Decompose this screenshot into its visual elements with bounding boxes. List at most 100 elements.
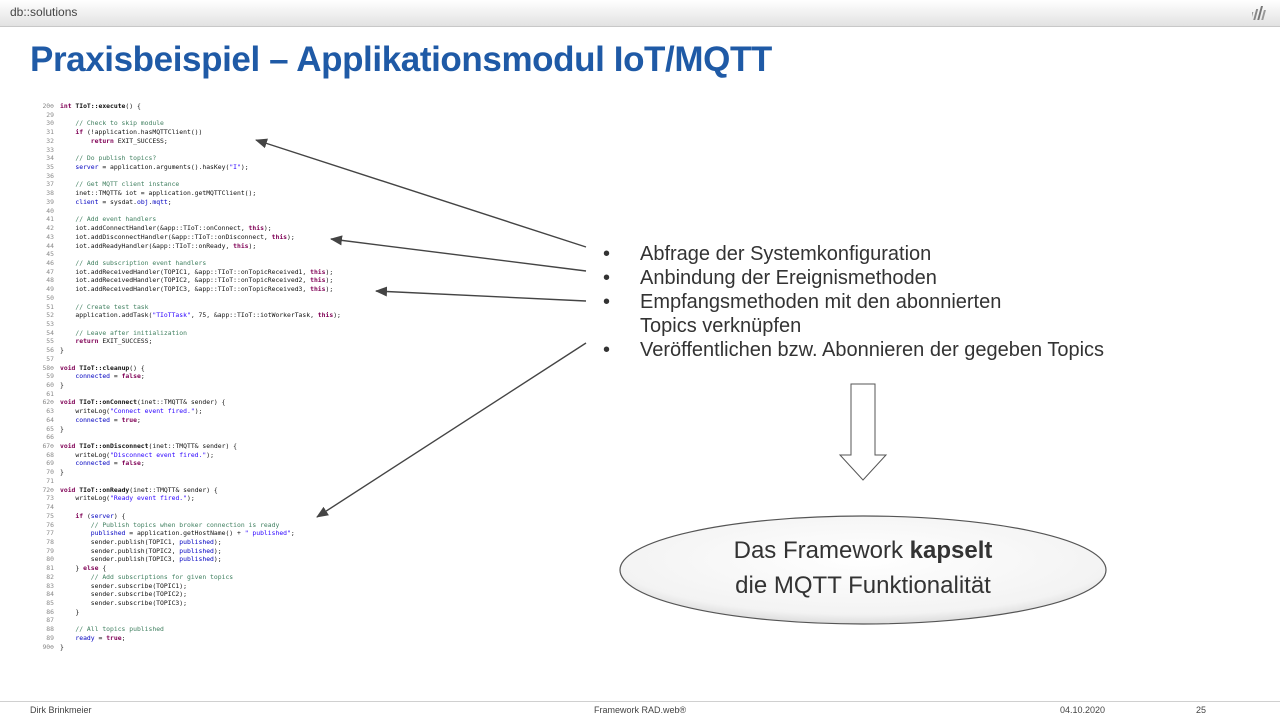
line-number: 52 [46,311,54,320]
code-line: 81 } else { [40,564,460,573]
code-token: if [75,511,84,520]
code-token: } [60,564,84,573]
code-line: 55 return EXIT_SUCCESS; [40,337,460,346]
line-number: 73 [46,494,54,503]
code-token: (inet::TMQTT& sender) { [129,485,218,494]
code-token: this [271,232,288,241]
code-line: 80 sender.publish(TOPIC3, published); [40,555,460,564]
code-token: sender.subscribe(TOPIC3); [60,598,187,607]
code-token: application.addTask( [60,311,153,320]
code-line: 70} [40,468,460,477]
code-token: "TIoTTask" [152,311,191,320]
line-number: 50 [46,293,54,302]
line-number: 58⊖ [42,363,54,372]
code-token: client [75,197,99,206]
code-token: this [310,285,326,294]
code-token: // Add subscriptions for given topics [90,572,234,581]
code-token: writeLog( [60,494,111,503]
code-line: 72⊖void TIoT::onReady(inet::TMQTT& sende… [40,486,460,495]
code-line: 85 sender.subscribe(TOPIC3); [40,599,460,608]
code-line: 45 [40,250,460,259]
line-number: 30 [46,119,54,128]
code-line: 63 writeLog("Connect event fired."); [40,407,460,416]
code-token: TIoT::cleanup [79,363,130,372]
code-line: 87 [40,616,460,625]
code-token: } [60,607,80,616]
line-number: 80 [46,555,54,564]
code-token: this [248,224,264,233]
line-number: 83 [46,581,54,590]
code-line: 88 // All topics published [40,625,460,634]
line-number: 75 [46,511,54,520]
code-line: 33 [40,146,460,155]
code-line: 37 // Get MQTT client instance [40,180,460,189]
code-token: ); [263,224,272,233]
bullet-marker: • [603,291,611,313]
code-token: ; [290,529,295,538]
brand-text: db::solutions [10,5,78,19]
code-line: 36 [40,172,460,181]
code-token: EXIT_SUCCESS; [113,136,168,145]
code-token: published [90,529,126,538]
code-token: this [310,267,326,276]
code-token: obj [136,197,149,206]
code-token: // Create test task [75,302,149,311]
code-token: ) { [113,511,126,520]
code-line: 57 [40,355,460,364]
code-line: 86 } [40,608,460,617]
line-number: 40 [46,206,54,215]
code-line: 58⊖void TIoT::cleanup() { [40,364,460,373]
code-line: 52 application.addTask("TIoTTask", 75, &… [40,311,460,320]
line-number: 90⊖ [42,642,54,651]
code-line: 82 // Add subscriptions for given topics [40,573,460,582]
code-line: 60} [40,381,460,390]
slide-title: Praxisbeispiel – Applikationsmodul IoT/M… [30,40,772,79]
line-number: 76 [46,520,54,529]
code-token: ; [167,197,172,206]
code-token: this [317,311,334,320]
code-token: (inet::TMQTT& sender) { [148,442,238,451]
code-token: ); [325,276,334,285]
code-token: ; [140,459,145,468]
line-number: 31 [46,128,54,137]
code-token: // Do publish topics? [75,154,157,163]
line-number: 82 [46,572,54,581]
code-token: true [106,633,122,642]
code-token: iot.addReceivedHandler(TOPIC2, &app::TIo… [60,276,311,285]
code-token: sender.publish(TOPIC1, [60,537,180,546]
line-number: 85 [46,598,54,607]
code-token: } [60,642,64,651]
code-line: 35 server = application.arguments().hasK… [40,163,460,172]
code-token: this [233,241,249,250]
line-number: 77 [46,529,54,538]
code-line: 68 writeLog("Disconnect event fired."); [40,451,460,460]
line-number: 53 [46,319,54,328]
line-number: 72⊖ [42,485,54,494]
code-token: { [98,564,107,573]
bullet-item-3: •Empfangsmethoden mit den abonnierten [603,291,1002,313]
code-line: 20⊖int TIoT::execute() { [40,102,460,111]
line-number: 45 [46,250,54,259]
code-token: EXIT_SUCCESS; [98,337,153,346]
code-line: 47 iot.addReceivedHandler(TOPIC1, &app::… [40,268,460,277]
bullet-item-4: •Veröffentlichen bzw. Abonnieren der geg… [603,339,1105,361]
code-token: connected [75,372,111,381]
code-line: 65} [40,425,460,434]
footer-divider [0,701,1280,702]
bullet-marker: • [603,339,611,361]
code-token: ); [240,163,249,172]
code-token: "Disconnect event fired." [110,450,207,459]
code-token: connected [75,415,111,424]
code-line: 29 [40,111,460,120]
bullet-marker: • [603,243,611,265]
code-token: = [110,459,122,468]
code-line: 74 [40,503,460,512]
line-number: 55 [46,337,54,346]
bullet-marker: • [603,267,611,289]
line-number: 41 [46,215,54,224]
code-token: () { [125,102,141,110]
code-token: // Publish topics when broker connection… [90,520,280,529]
code-line: 51 // Create test task [40,303,460,312]
code-token: TIoT::onConnect [79,398,137,407]
code-token: ); [194,407,203,416]
